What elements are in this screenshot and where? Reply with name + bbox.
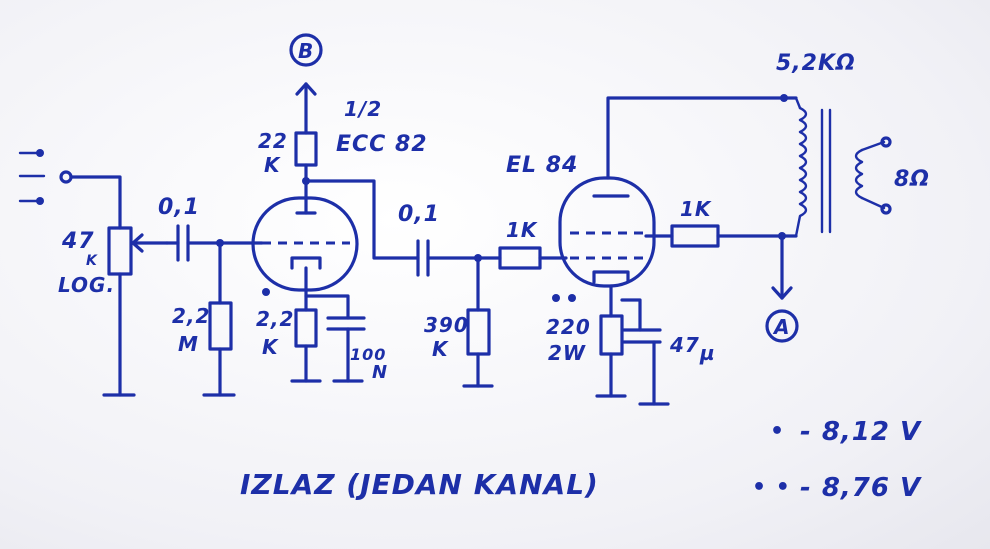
- c3-unit: N: [372, 362, 388, 383]
- cathode-network-1: 2,2 K 100 N: [256, 266, 388, 383]
- pot-unit: K: [86, 253, 98, 269]
- input-jack: [18, 149, 73, 205]
- screen-resistor: 1K: [644, 197, 798, 248]
- pot-taper: LOG.: [58, 273, 115, 297]
- supply-node-b: B: [289, 33, 323, 135]
- output-transformer: 5,2KΩ 8Ω: [776, 51, 930, 238]
- c4-unit: µ: [699, 341, 716, 365]
- legend-marker-1: •: [770, 419, 785, 444]
- r1-unit: M: [178, 332, 199, 356]
- tube2-type: EL 84: [506, 153, 578, 178]
- ot-secondary: 8Ω: [894, 167, 930, 192]
- r7-power: 2W: [548, 341, 586, 365]
- pot-value: 47: [61, 229, 95, 254]
- r7-value: 220: [546, 315, 591, 339]
- tube-2-pentode: EL 84: [506, 153, 656, 302]
- voltage-legend: • - 8,12 V • • - 8,76 V: [752, 417, 922, 503]
- r2-unit: K: [264, 153, 281, 177]
- r6-value: 1K: [680, 197, 712, 221]
- tube1-part: 1/2: [344, 97, 382, 121]
- node-a-label: A: [772, 315, 790, 339]
- coupling-capacitor-2: 0,1: [304, 179, 502, 277]
- c3-value: 100: [350, 345, 386, 364]
- input-potentiometer: 47 K LOG.: [58, 175, 169, 397]
- tube1-type: ECC 82: [336, 132, 428, 157]
- r4-value: 1K: [506, 218, 538, 242]
- r1-value: 2,2: [172, 304, 210, 328]
- plate-wiring-2: [606, 94, 798, 180]
- r2-value: 22: [258, 129, 288, 153]
- tube-1-triode: 1/2 ECC 82: [251, 97, 428, 296]
- grid-resistor-2: 390 K: [424, 256, 494, 388]
- output-node-a: A: [765, 234, 799, 343]
- grid-stopper-resistor: 1K: [498, 218, 568, 270]
- coupling-capacitor-1: 0,1: [158, 195, 264, 262]
- legend-marker-2: • •: [752, 475, 791, 500]
- r3-unit: K: [262, 335, 279, 359]
- r5-value: 390: [424, 313, 469, 337]
- c4-value: 47: [669, 333, 700, 357]
- grid-resistor-1: 2,2 M: [172, 241, 236, 397]
- diagram-caption: IZLAZ (JEDAN KANAL): [240, 468, 599, 501]
- cathode-network-2: 220 2W 47 µ: [546, 284, 716, 406]
- legend-value-1: - 8,12 V: [800, 417, 922, 447]
- ot-primary: 5,2KΩ: [776, 51, 856, 76]
- legend-value-2: - 8,76 V: [800, 473, 922, 503]
- node-b-label: B: [298, 39, 314, 63]
- plate-resistor-1: 22 K: [258, 129, 318, 215]
- r3-value: 2,2: [256, 307, 294, 331]
- cap1-value: 0,1: [158, 195, 200, 220]
- r5-unit: K: [432, 337, 449, 361]
- cap2-value: 0,1: [398, 202, 440, 227]
